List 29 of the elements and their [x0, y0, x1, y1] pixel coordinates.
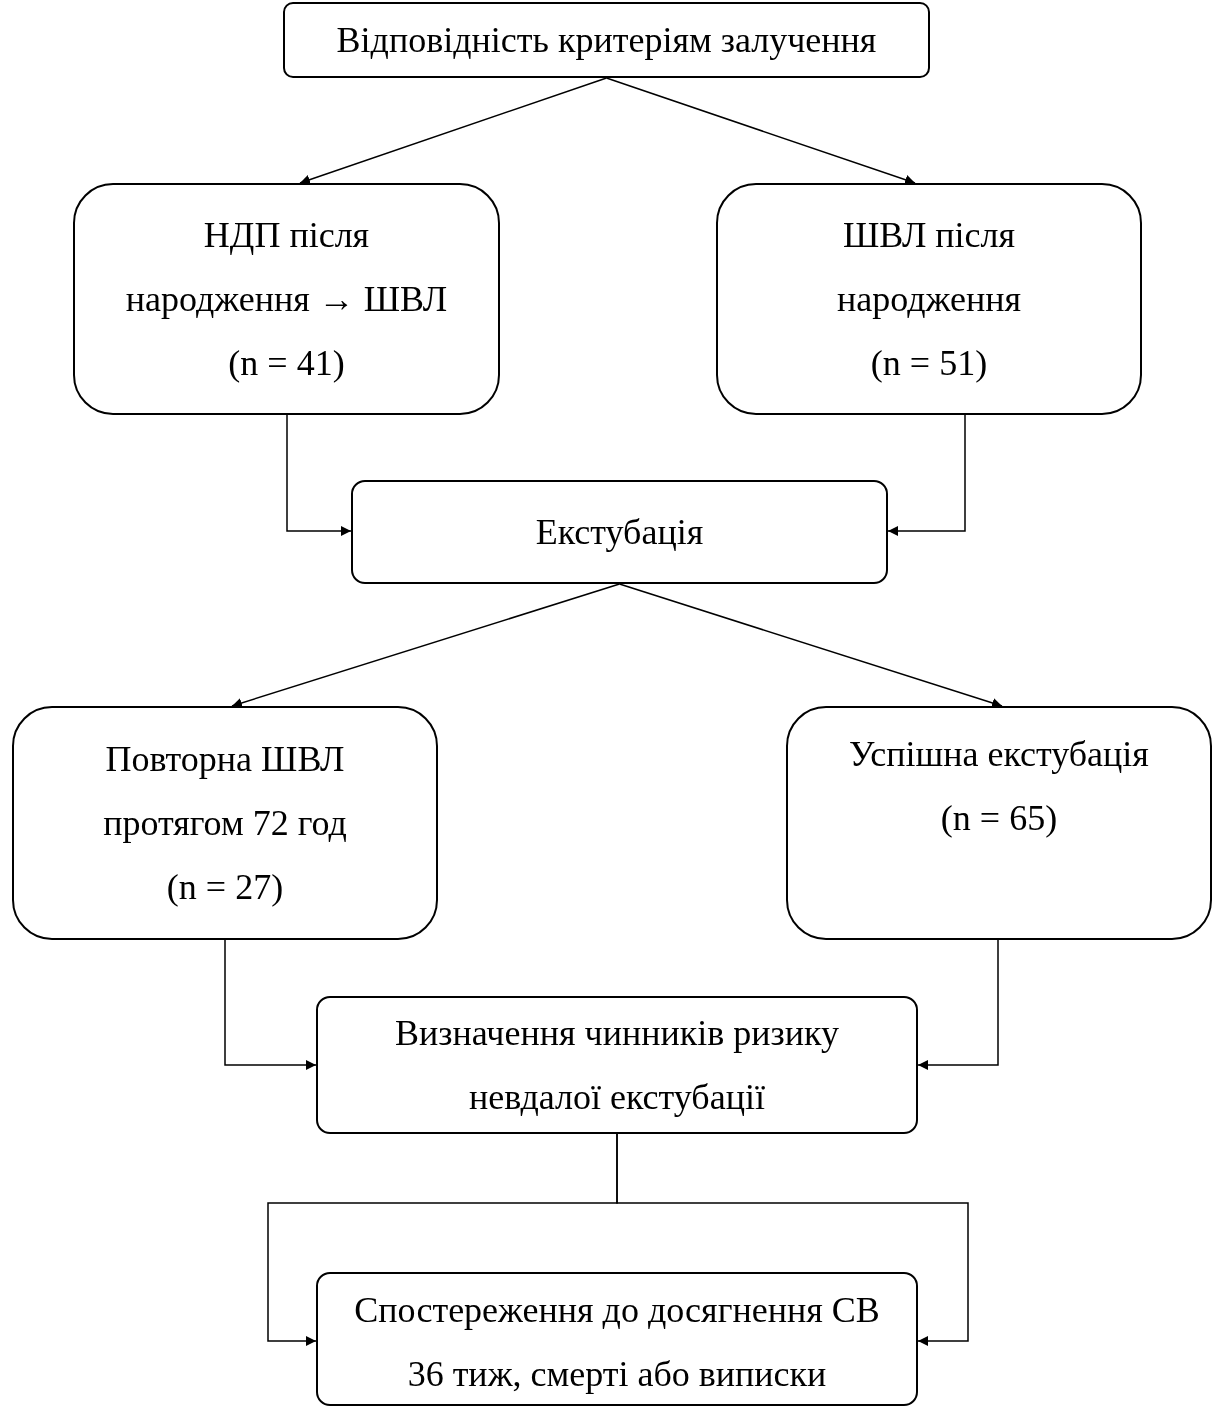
arrow	[286, 414, 352, 536]
count-text: (n = 27)	[166, 866, 284, 909]
box-text: Спостереження до досягнення СВ 36 тиж, смерті або виписки	[353, 1289, 881, 1396]
arrow	[618, 583, 1003, 708]
box-text: Відповідність критеріям залучення	[336, 19, 877, 62]
arrow	[605, 77, 916, 185]
arrow	[917, 939, 999, 1070]
box-text: Визначення чинників ризику невдалої екстубації	[394, 1012, 840, 1119]
process-box	[12, 706, 438, 940]
process-box	[786, 706, 1212, 940]
count-text: (n = 41)	[228, 342, 345, 385]
process-box	[351, 480, 888, 584]
process-box	[716, 183, 1142, 415]
box-text: Екстубація	[535, 511, 704, 554]
box-text: Успішна екстубація	[849, 733, 1149, 776]
arrow	[616, 1133, 969, 1346]
count-text: (n = 51)	[870, 342, 988, 385]
box-text: ШВЛ після народження	[836, 214, 1022, 321]
arrow	[231, 583, 621, 708]
arrow	[224, 939, 317, 1070]
arrow	[299, 77, 608, 185]
process-box	[283, 2, 930, 78]
process-box	[73, 183, 500, 415]
arrow	[887, 414, 966, 536]
process-box	[316, 996, 918, 1134]
box-text: НДП після народження → ШВЛ	[125, 214, 448, 321]
process-box	[316, 1272, 918, 1406]
count-text: (n = 65)	[940, 797, 1058, 840]
box-text: Повторна ШВЛ протягом 72 год	[102, 738, 348, 845]
